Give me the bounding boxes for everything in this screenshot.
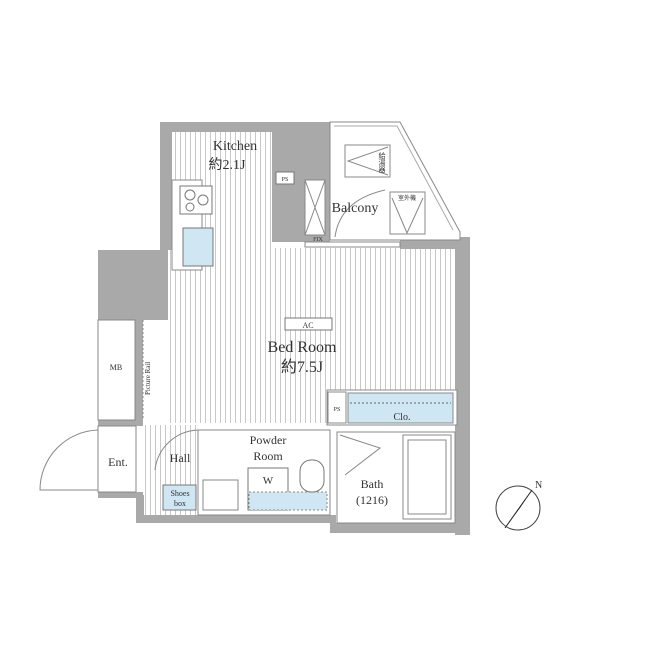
ps-bedroom-box (327, 391, 347, 424)
bath-door[interactable] (339, 434, 382, 476)
ac-unit (284, 317, 333, 331)
washbasin-icon (202, 479, 239, 511)
powder-room-label-2: Room (253, 449, 283, 463)
mb-label: MB (110, 363, 122, 372)
washer-label: W (263, 475, 274, 487)
balcony-unit-1-label: 給湯器 (378, 151, 386, 174)
bathtub-icon (402, 434, 452, 520)
entrance-label: Ent. (108, 455, 128, 469)
ps-top-box (275, 171, 295, 185)
mb-room (97, 319, 136, 421)
shoes-box (162, 484, 197, 511)
fix-label: FIX (313, 237, 323, 243)
closet[interactable] (347, 392, 454, 424)
bedroom-label: Bed Room (268, 339, 337, 356)
closet-label: Clo. (394, 412, 411, 423)
shoes-box-label-2: box (174, 499, 186, 508)
compass-north-label: N (535, 480, 542, 491)
balcony-label: Balcony (332, 201, 379, 216)
bath-size: (1216) (356, 493, 388, 507)
powder-room-label-1: Powder (250, 433, 287, 447)
hall-label: Hall (170, 451, 191, 465)
shoes-box-label-1: Shoes (170, 489, 189, 498)
balcony-unit-2-label: 室外機 (398, 194, 416, 202)
picture-rail-label: Picture Rail (144, 362, 152, 395)
bath-label: Bath (361, 477, 384, 491)
ps-bedroom-label: PS (334, 407, 341, 413)
entrance (97, 425, 137, 493)
front-door[interactable] (39, 429, 99, 491)
balcony-window[interactable] (304, 241, 401, 248)
balcony-unit-2-box (389, 191, 426, 235)
balcony-unit-1-box (344, 144, 391, 178)
toilet-icon (299, 459, 325, 493)
balcony-door-swing (334, 189, 386, 238)
compass-icon: N (495, 480, 542, 531)
bedroom-size: 約7.5J (281, 358, 323, 376)
ac-label: AC (302, 321, 313, 330)
kitchen-size: 約2.1J (209, 157, 246, 173)
kitchen-sink-icon (182, 227, 214, 267)
hall-door-swing[interactable] (154, 429, 199, 471)
stove-icon (179, 185, 213, 215)
ps-top-label: PS (282, 177, 289, 183)
kitchen-label: Kitchen (213, 139, 257, 154)
